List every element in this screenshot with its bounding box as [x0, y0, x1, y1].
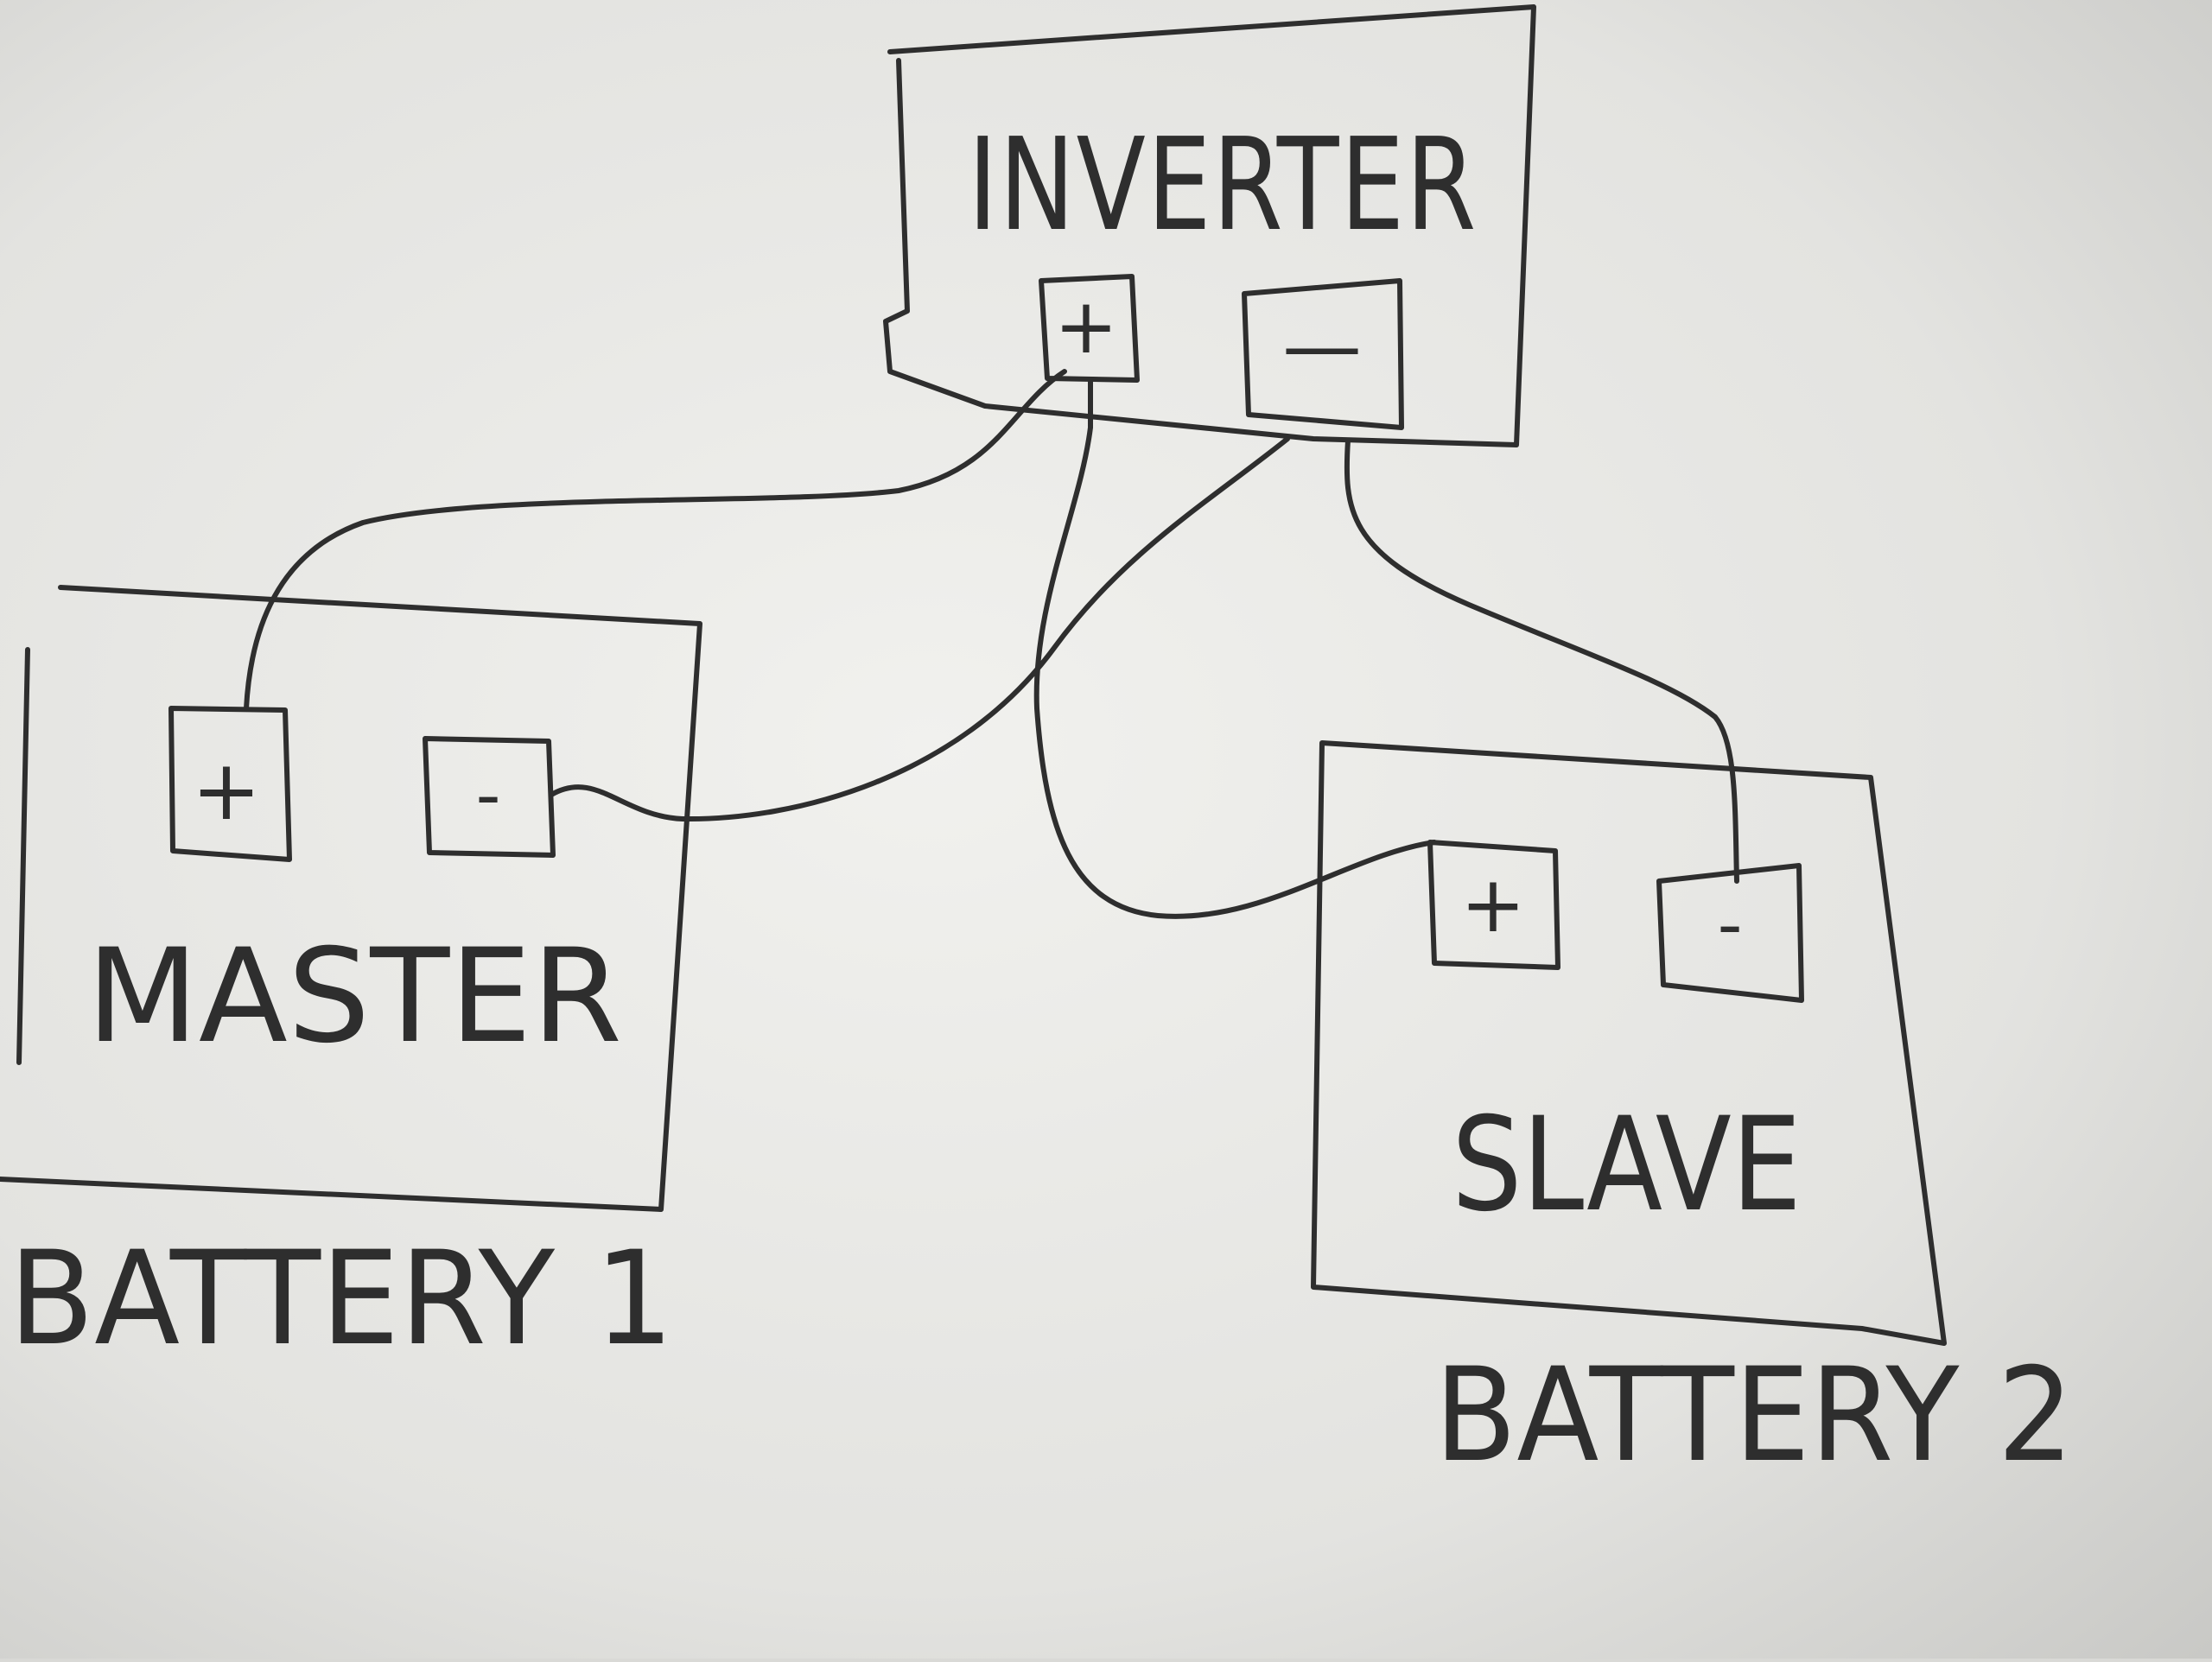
battery-1-negative-symbol: - — [476, 755, 501, 835]
battery-1-positive-symbol: + — [192, 742, 261, 839]
battery-2-negative-symbol: - — [1718, 885, 1743, 965]
battery-2-positive-terminal — [1427, 840, 1560, 970]
battery-1-box — [0, 585, 702, 1212]
battery-2-positive-symbol: + — [1460, 860, 1525, 950]
battery-1-left-edge — [16, 647, 30, 1065]
inverter-positive-terminal — [1039, 274, 1140, 383]
battery-1-caption: BATTERY 1 — [9, 1224, 674, 1374]
inverter-label: INVERTER — [968, 111, 1478, 259]
battery-1-role-label: MASTER — [86, 922, 622, 1072]
wire-inverter-positive-to-battery-2-positive — [1033, 377, 1437, 919]
battery-2-caption: BATTERY 2 — [1434, 1341, 2074, 1491]
battery-2-role-label: SLAVE — [1452, 1090, 1802, 1240]
wire-inverter-negative-to-battery-2-negative — [1344, 438, 1739, 884]
inverter-positive-symbol: + — [1054, 282, 1118, 371]
inverter-box — [883, 4, 1536, 447]
inverter-negative-symbol: — — [1282, 300, 1362, 392]
battery-2-box — [1311, 740, 1947, 1346]
battery-1-negative-terminal — [423, 736, 556, 858]
wire-inverter-negative-to-battery-1-negative — [549, 436, 1290, 822]
battery-2-negative-terminal — [1656, 863, 1804, 1003]
wire-inverter-positive-to-battery-1-positive — [244, 369, 1067, 711]
inverter-negative-terminal — [1242, 278, 1404, 430]
